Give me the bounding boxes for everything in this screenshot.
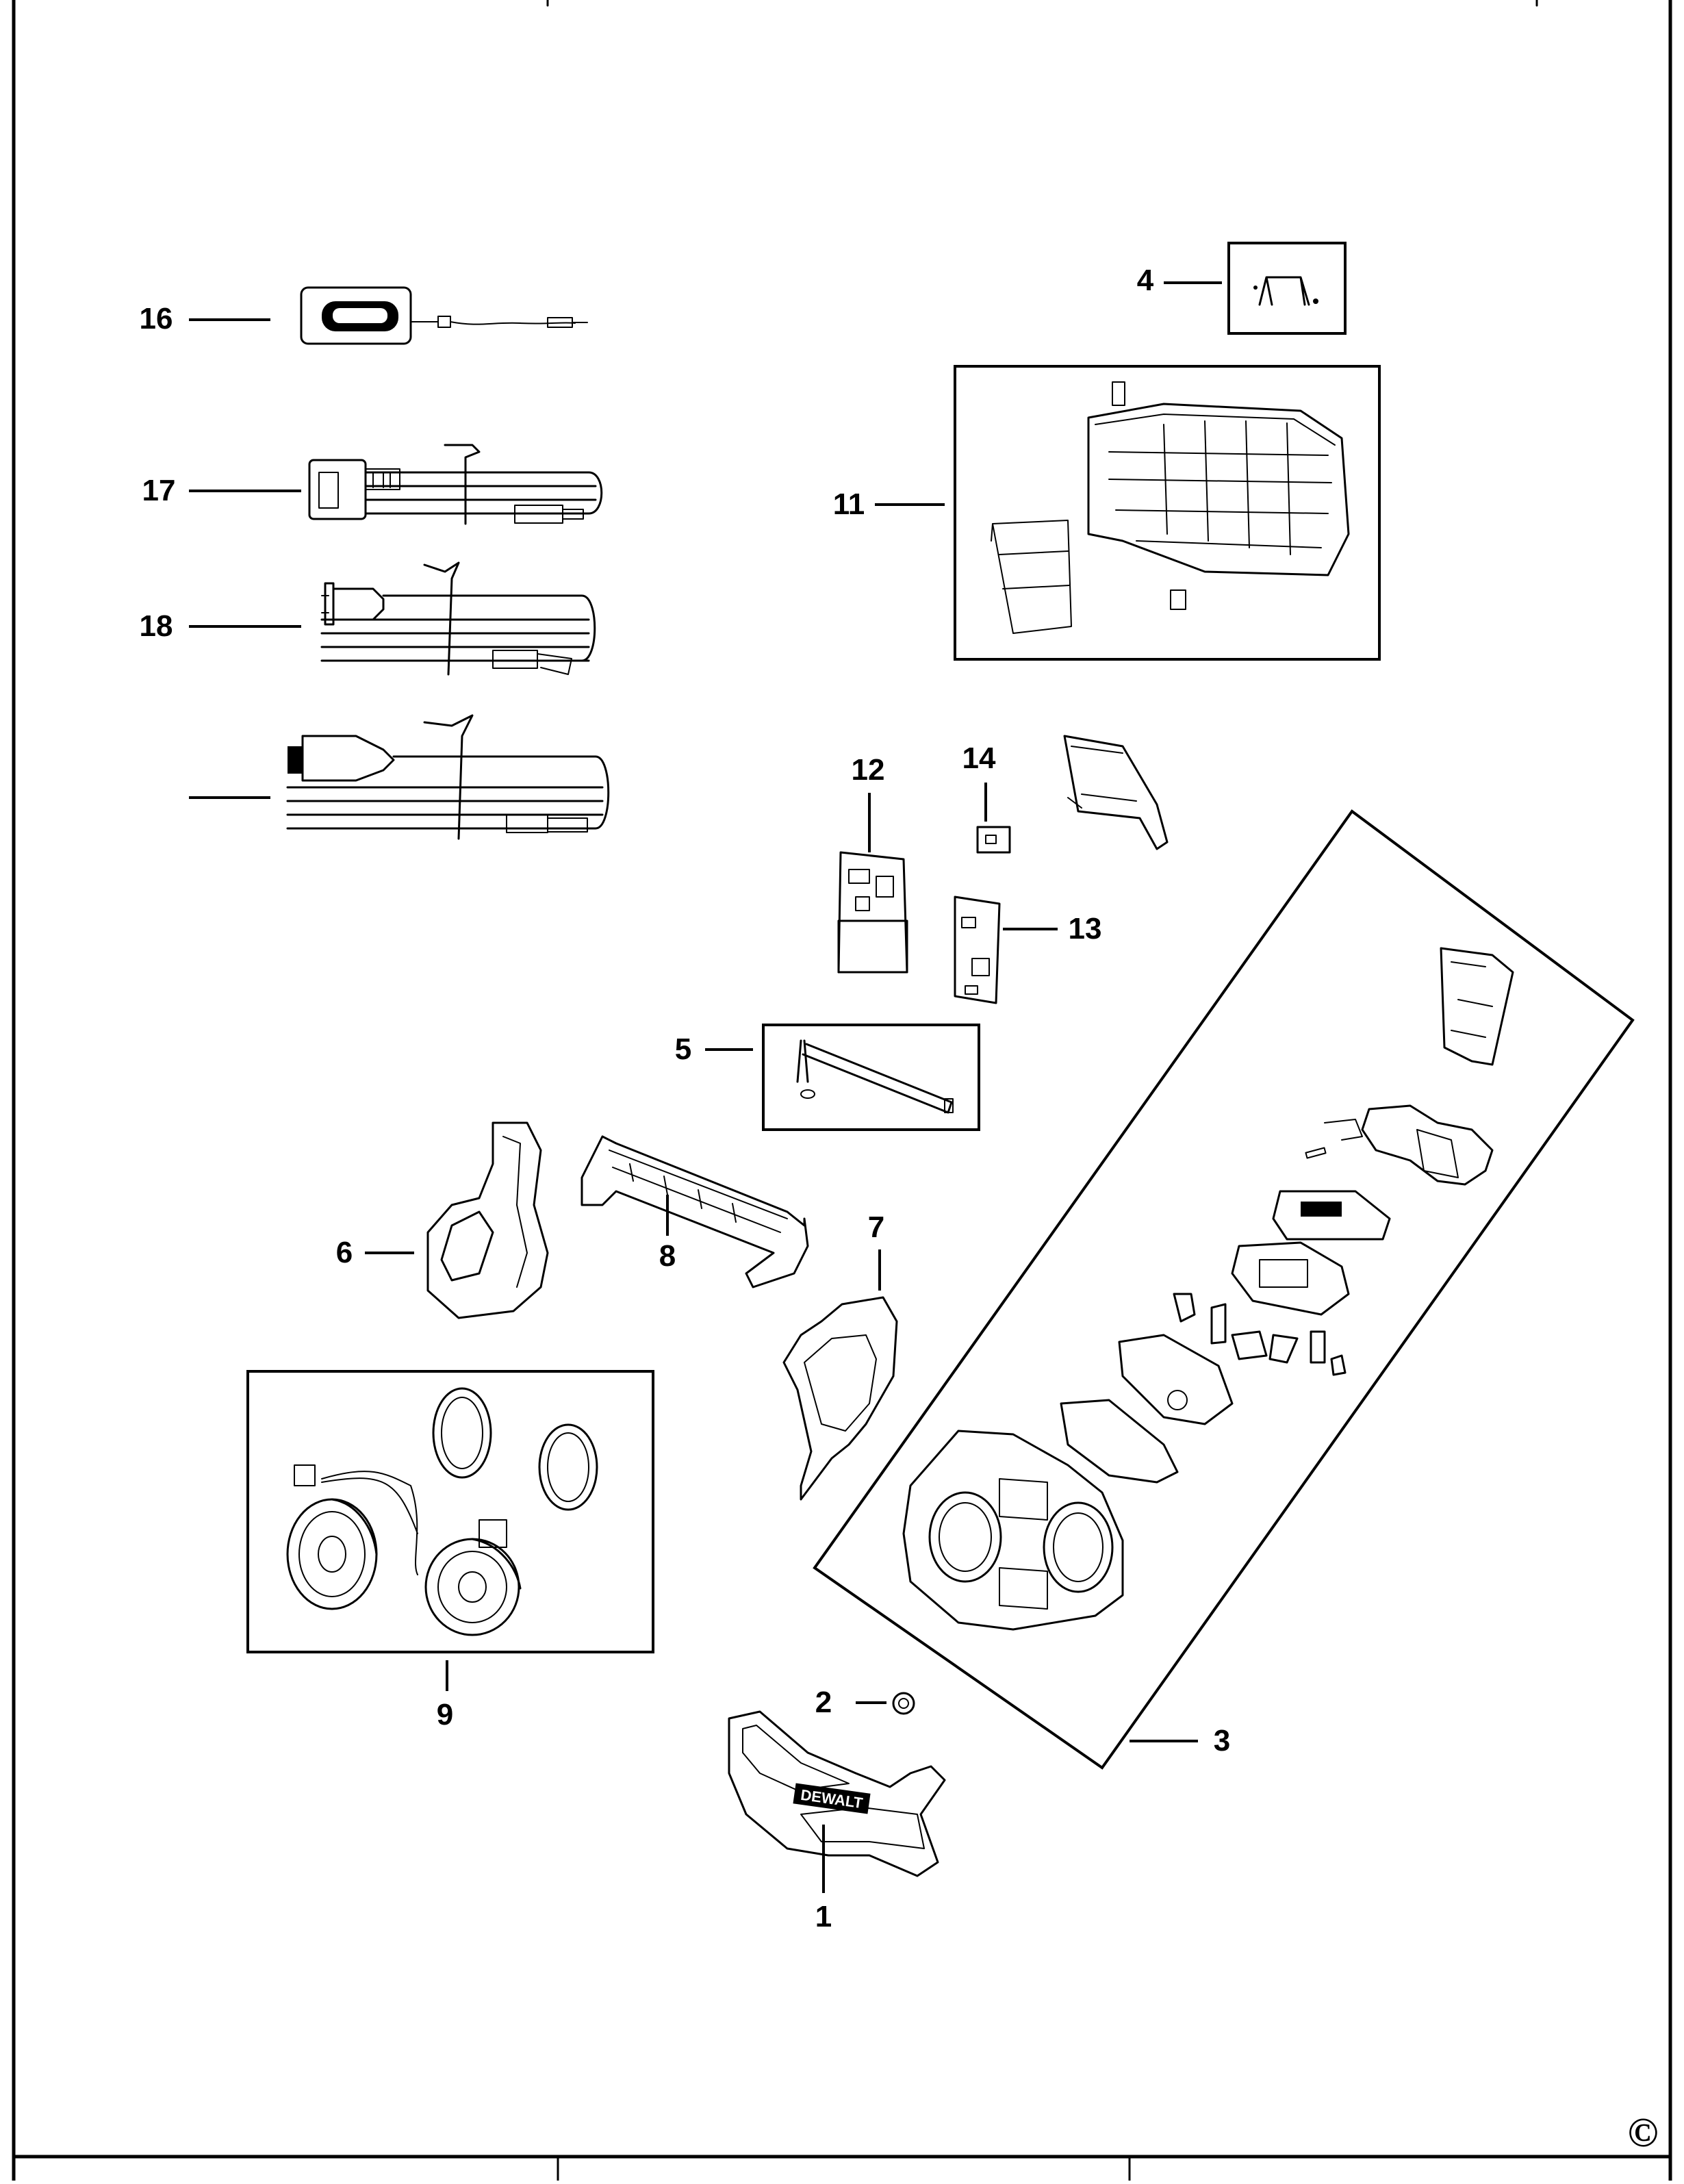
part-17-cord [320,561,596,676]
part-13-control-board [954,896,1001,1004]
callout-17: 18 [139,609,173,643]
part-2-nut [892,1692,915,1715]
part-1-front-bumper: DEWALT [728,1710,946,1877]
callout-14: 14 [962,741,996,775]
callout-7: 7 [867,1210,885,1244]
callout-3: 3 [1213,1724,1231,1757]
callout-5: 5 [674,1032,692,1066]
part-15-power-adapter [300,286,588,345]
callout-15: 16 [139,302,173,335]
callout-9: 9 [436,1698,454,1731]
callout-8: 8 [659,1239,676,1273]
part-3-front-assembly [813,809,1635,1770]
part-16-cord [308,444,603,525]
part-9-speakers [246,1370,654,1653]
callout-1: 1 [815,1900,832,1933]
callout-6: 6 [335,1236,353,1269]
callout-2: 2 [815,1686,832,1719]
part-5-antenna [762,1024,980,1131]
leader-lines [189,281,1222,1893]
callout-12: 12 [851,753,885,787]
part-4-clip [1227,242,1347,335]
part-18-cord [286,714,610,840]
part-14-small-board [976,826,1011,854]
copyright-mark: © [1627,2110,1659,2155]
callout-13: 13 [1068,912,1102,945]
callout-16: 17 [142,474,176,507]
callout-11: 11 [832,487,865,521]
part-12-main-board [837,851,908,974]
part-8-carry-handle [581,1135,809,1288]
part-11-rear-housing [954,365,1381,661]
callout-4: 4 [1136,264,1154,297]
part-6-side-grip [426,1121,549,1319]
page-frame [12,0,1672,2183]
bracket-part [1063,735,1169,850]
part-7-side-grip [782,1296,898,1501]
